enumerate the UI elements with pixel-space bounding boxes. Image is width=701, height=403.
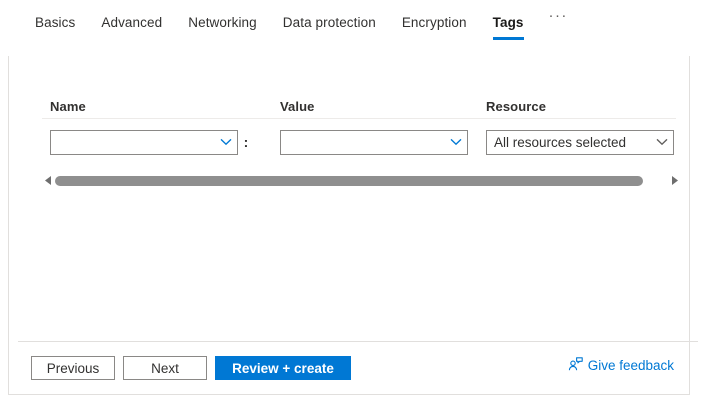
review-create-button[interactable]: Review + create	[215, 356, 351, 380]
tag-resource-selected-value: All resources selected	[494, 134, 627, 150]
tag-grid: Name Value Resource	[42, 92, 676, 161]
name-value-separator: :	[243, 134, 249, 150]
feedback-person-icon	[568, 357, 583, 374]
tab-advanced[interactable]: Advanced	[88, 0, 175, 34]
tag-name-combobox[interactable]	[50, 129, 238, 155]
footer-divider	[18, 341, 698, 342]
tag-value-combobox[interactable]	[280, 129, 468, 155]
chevron-down-icon[interactable]	[445, 138, 467, 146]
tag-name-cell: :	[42, 129, 272, 155]
tab-data-protection[interactable]: Data protection	[270, 0, 389, 34]
wizard-footer: Previous Next Review + create	[9, 342, 691, 394]
previous-button[interactable]: Previous	[31, 356, 115, 380]
column-header-name: Name	[50, 99, 86, 114]
tab-networking[interactable]: Networking	[175, 0, 270, 34]
table-row: : All resourc	[42, 123, 676, 161]
tab-encryption[interactable]: Encryption	[389, 0, 480, 34]
horizontal-scrollbar[interactable]	[42, 173, 681, 188]
tab-tags[interactable]: Tags	[480, 0, 537, 40]
column-header-resource: Resource	[486, 99, 547, 114]
chevron-down-icon[interactable]	[651, 138, 673, 146]
tags-panel: Name Value Resource	[8, 56, 698, 395]
scrollbar-track[interactable]	[55, 173, 668, 188]
tag-resource-select[interactable]: All resources selected	[486, 129, 674, 155]
wizard-tab-bar: Basics Advanced Networking Data protecti…	[0, 0, 701, 44]
tag-grid-header-row: Name Value Resource	[42, 92, 676, 119]
tab-overflow-icon[interactable]: ···	[537, 0, 580, 23]
give-feedback-link[interactable]: Give feedback	[568, 357, 674, 374]
column-header-value: Value	[280, 99, 315, 114]
give-feedback-label: Give feedback	[587, 358, 674, 373]
tag-resource-cell: All resources selected	[478, 129, 676, 155]
next-button[interactable]: Next	[123, 356, 207, 380]
scroll-left-arrow-icon[interactable]	[42, 173, 55, 188]
scroll-right-arrow-icon[interactable]	[668, 173, 681, 188]
scrollbar-thumb[interactable]	[55, 175, 644, 186]
tab-basics[interactable]: Basics	[22, 0, 88, 34]
chevron-down-icon[interactable]	[215, 138, 237, 146]
tag-value-cell	[272, 129, 478, 155]
